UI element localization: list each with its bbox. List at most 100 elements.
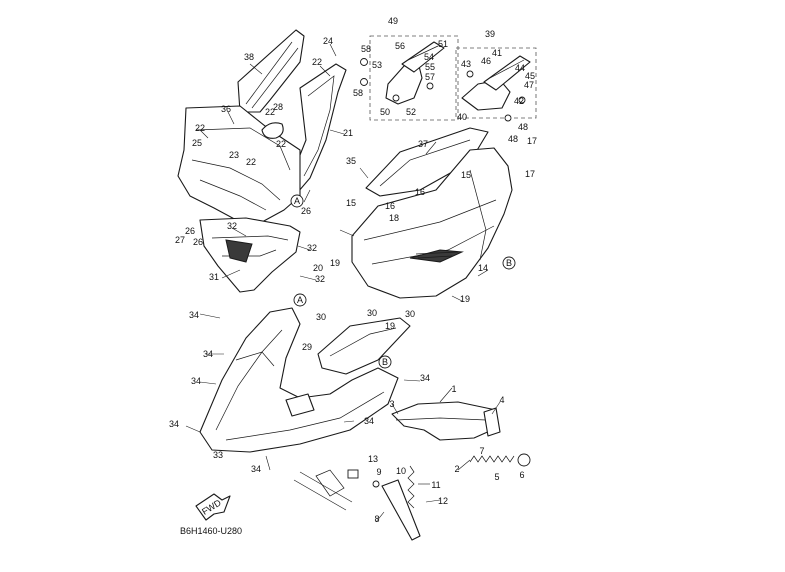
callout-2: 2 [454,464,459,474]
callout-34: 34 [251,464,261,474]
callout-45: 45 [525,71,535,81]
callout-47: 47 [524,80,534,90]
callout-12: 12 [438,496,448,506]
callout-43: 43 [461,59,471,69]
callout-46: 46 [481,56,491,66]
callout-44: 44 [515,63,525,73]
callout-34: 34 [189,310,199,320]
callout-10: 10 [396,466,406,476]
marker-a-lower-label: A [297,295,303,305]
marker-b-upper-label: B [506,258,512,268]
front-inner-panel-group [177,29,347,293]
center-stand-part-1 [391,401,497,441]
callout-34: 34 [203,349,213,359]
reference-markers: A A B B [290,194,516,369]
marker-a-upper-label: A [294,196,300,206]
callout-54: 54 [424,52,434,62]
leader-lines [185,43,501,523]
callout-55: 55 [425,62,435,72]
callout-50: 50 [380,107,390,117]
footrest-peg-part-51 [401,41,445,73]
callout-30: 30 [367,308,377,318]
callout-19: 19 [385,321,395,331]
callout-32: 32 [307,243,317,253]
callout-42: 42 [514,96,524,106]
lower-inner-panel-part-31 [199,217,301,293]
callout-39: 39 [485,29,495,39]
callout-26: 26 [185,226,195,236]
callout-28: 28 [273,102,283,112]
callout-23: 23 [229,150,239,160]
callout-9: 9 [376,467,381,477]
callout-22: 22 [195,123,205,133]
callout-29: 29 [302,342,312,352]
callout-58: 58 [353,88,363,98]
callout-34: 34 [364,416,374,426]
callout-57: 57 [425,72,435,82]
callout-24: 24 [323,36,333,46]
callout-16: 16 [415,187,425,197]
callout-1: 1 [451,384,456,394]
callout-40: 40 [457,112,467,122]
callout-14: 14 [478,263,488,273]
stand-pivot-part-4 [483,407,501,437]
callout-32: 32 [315,274,325,284]
callout-20: 20 [313,263,323,273]
tool-box [285,393,315,417]
footrest-group-49 [360,35,459,121]
fwd-arrow-icon: FWD [195,493,231,521]
callout-22: 22 [265,107,275,117]
callout-30: 30 [405,309,415,319]
drawing-code: B6H1460-U280 [180,526,242,536]
callout-27: 27 [175,235,185,245]
callout-11: 11 [431,480,440,490]
callout-30: 30 [316,312,326,322]
callout-16: 16 [385,201,395,211]
callout-22: 22 [312,57,322,67]
callout-31: 31 [209,272,219,282]
callout-38: 38 [244,52,254,62]
callout-52: 52 [406,107,416,117]
footrest-peg-right [483,55,531,91]
marker-b-lower-label: B [382,357,388,367]
callout-15: 15 [346,198,356,208]
callout-48: 48 [508,134,518,144]
callout-49: 49 [388,16,398,26]
callout-6: 6 [519,470,524,480]
callout-56: 56 [395,41,405,51]
callout-34: 34 [169,419,179,429]
stand-group [293,401,531,541]
callout-53: 53 [372,60,382,70]
callout-13: 13 [368,454,378,464]
callout-21: 21 [343,128,353,138]
callout-58: 58 [361,44,371,54]
callout-37: 37 [418,139,428,149]
callout-26: 26 [193,237,203,247]
footrest-group-39 [455,47,537,122]
leg-shield-part-38 [237,29,305,113]
callout-32: 32 [227,221,237,231]
callout-15: 15 [461,170,471,180]
marker-b-upper [502,256,516,270]
lid-part-28 [261,122,284,139]
under-cover-part-33 [199,307,399,453]
callout-3: 3 [389,399,394,409]
callout-34: 34 [420,373,430,383]
callout-25: 25 [192,138,202,148]
callout-48: 48 [518,122,528,132]
under-cover-group [199,307,399,453]
callout-4: 4 [499,395,504,405]
callout-36: 36 [221,104,231,114]
marker-a-upper [290,194,304,208]
callout-8: 8 [374,514,379,524]
callout-5: 5 [494,472,499,482]
callout-51: 51 [438,39,448,49]
footboard-group [317,127,513,375]
callout-33: 33 [213,450,223,460]
callout-22: 22 [246,157,256,167]
callout-26: 26 [301,206,311,216]
callout-17: 17 [525,169,535,179]
